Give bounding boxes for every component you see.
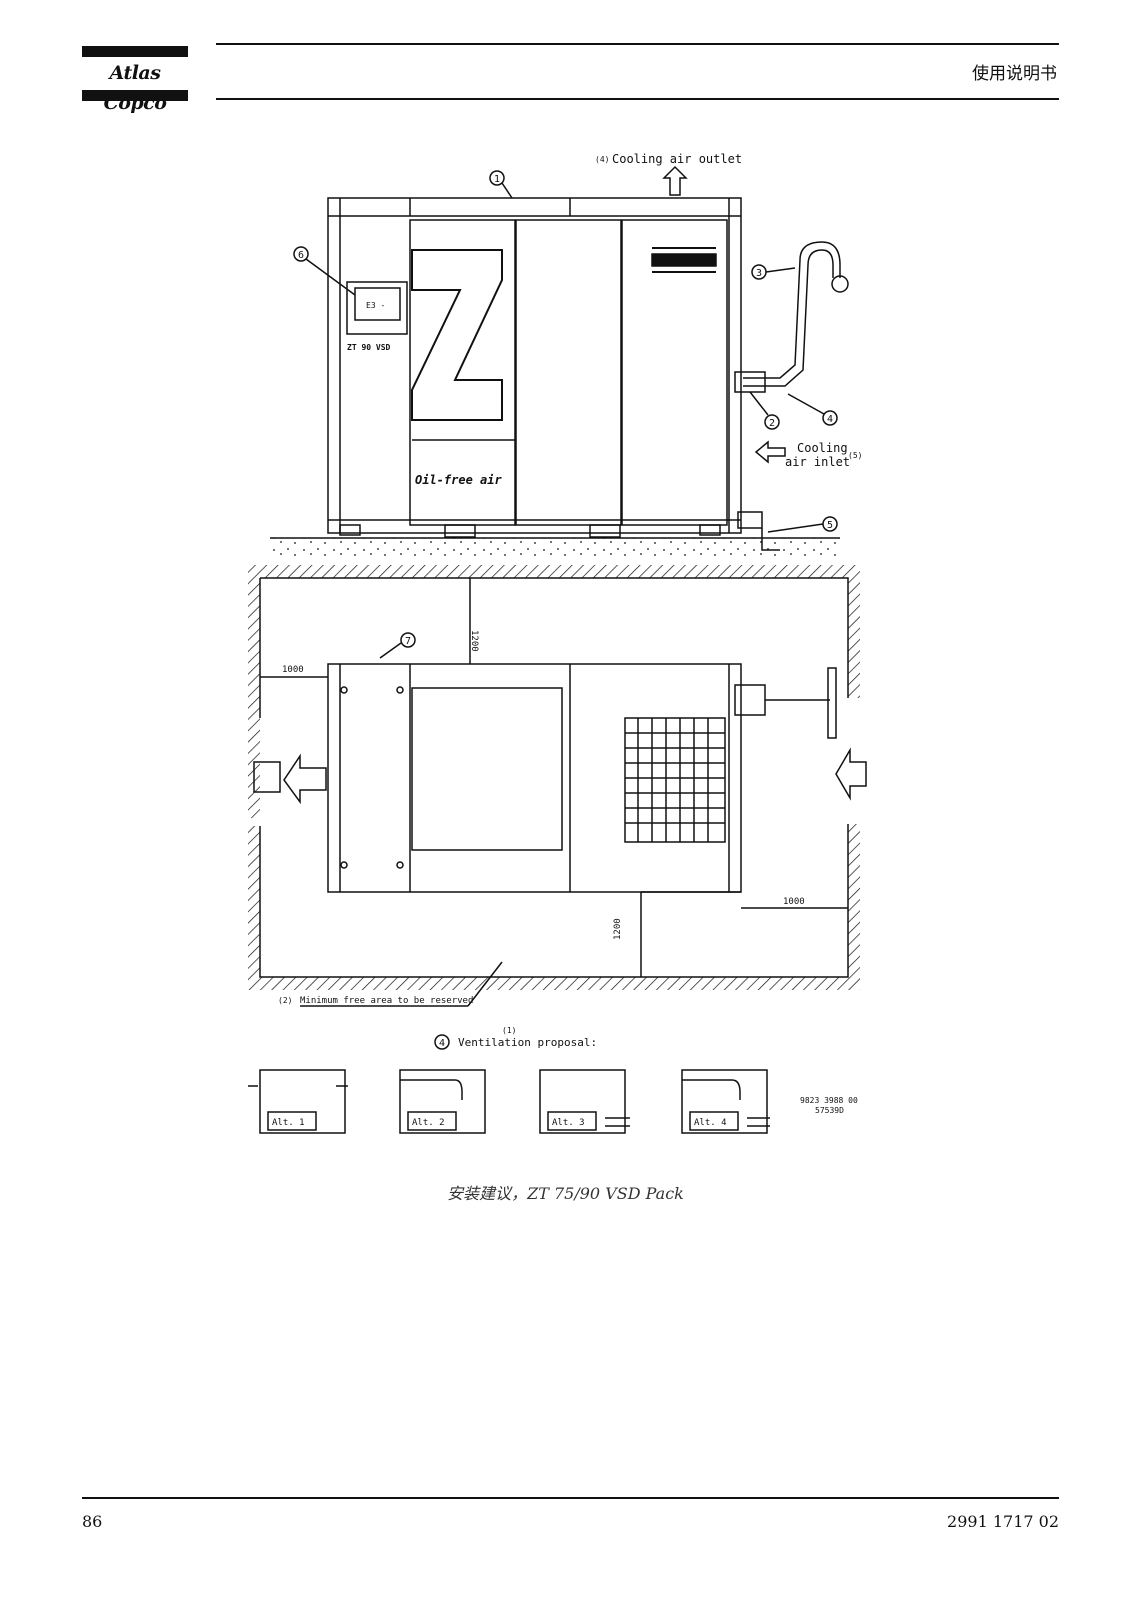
cooling-inlet-label-1: Cooling: [797, 441, 848, 455]
free-area-label: Minimum free area to be reserved: [300, 996, 473, 1006]
inlet-ref: (5): [848, 451, 862, 460]
svg-text:4: 4: [827, 414, 833, 425]
svg-text:2: 2: [769, 418, 775, 429]
svg-text:3: 3: [756, 268, 762, 279]
svg-text:Alt. 4: Alt. 4: [694, 1118, 727, 1128]
dim-top: 1200: [469, 630, 479, 652]
alt-2-diagram: Alt. 2: [399, 1069, 486, 1134]
svg-text:E3 -: E3 -: [366, 301, 385, 310]
atlas-copco-logo: Atlas Copco: [82, 46, 188, 114]
callout-4b: [434, 1034, 450, 1050]
dim-bottom: 1200: [613, 918, 623, 940]
callout-4: [822, 410, 838, 426]
display-screen: [354, 287, 401, 321]
compressor-top-view: [327, 663, 742, 893]
dim-right: 1000: [783, 897, 805, 907]
exhaust-fan: [253, 761, 281, 793]
drain-valve: [737, 511, 763, 529]
dim-left: 1000: [282, 665, 304, 675]
wall-hatch-bottom: [248, 977, 860, 990]
wall-hatch-left-upper: [248, 578, 260, 818]
compressor-cabinet: [327, 197, 742, 534]
callout-6: [293, 246, 309, 262]
wall-hatch-right-lower: [848, 824, 860, 977]
control-panel: [346, 281, 408, 335]
cooling-outlet-label: Cooling air outlet: [612, 152, 742, 166]
z-logo-icon: [411, 249, 503, 421]
svg-text:6: 6: [298, 250, 304, 261]
alt-1-diagram: Alt. 1: [248, 1069, 348, 1134]
front-door-mid: [515, 219, 622, 526]
wall-pipe: [827, 667, 837, 739]
svg-text:1: 1: [494, 174, 500, 185]
wall-hatch-right-upper: [848, 578, 860, 698]
figure-caption: 安装建议，ZT 75/90 VSD Pack: [447, 1184, 684, 1203]
document-number: 2991 1717 02: [947, 1512, 1059, 1531]
callout-1: [489, 170, 505, 186]
logo-bar-top: [82, 46, 188, 57]
alt-4-diagram: Alt. 4: [681, 1069, 770, 1134]
logo-wordmark: Atlas Copco: [103, 62, 167, 114]
header-rule-bottom: [216, 98, 1059, 100]
front-door-right: [621, 219, 728, 526]
plan-inlet-arrow-icon: [835, 747, 867, 801]
svg-text:5: 5: [827, 520, 833, 531]
header-rule-top: [216, 43, 1059, 45]
pipe-end: [831, 275, 849, 293]
installation-drawing: (4) Cooling air outlet 1 E3 - ZT 90 VSD …: [240, 150, 890, 1190]
drawing-number-2: 57539D: [815, 1106, 844, 1115]
logo-bar-bottom: [82, 90, 188, 101]
page-title: 使用说明书: [972, 64, 1057, 84]
page-number: 86: [82, 1512, 103, 1531]
svg-text:Alt. 3: Alt. 3: [552, 1118, 585, 1128]
outlet-arrow-icon: [662, 165, 688, 196]
alt-3-diagram: Alt. 3: [539, 1069, 630, 1134]
exhaust-arrow-icon: [283, 753, 327, 805]
wall-hatch-left-lower: [248, 826, 260, 977]
outlet-ref: (4): [595, 155, 609, 164]
inlet-arrow-icon: [754, 440, 786, 464]
drawing-svg: (4) Cooling air outlet 1 E3 - ZT 90 VSD …: [248, 152, 867, 1134]
drawing-number-1: 9823 3988 00: [800, 1096, 858, 1105]
brand-plate: [651, 253, 717, 267]
oil-free-badge: Oil-free air: [415, 473, 502, 487]
ventilation-ref: (1): [502, 1026, 516, 1035]
wall-hatch-top: [248, 565, 860, 578]
ventilation-title: Ventilation proposal:: [458, 1036, 597, 1049]
svg-text:7: 7: [405, 636, 411, 647]
callout-2: [764, 414, 780, 430]
svg-text:Alt. 2: Alt. 2: [412, 1118, 445, 1128]
footer-rule: [82, 1497, 1059, 1499]
cooler-grille: [624, 717, 726, 843]
callout-7: [400, 632, 416, 648]
cooling-inlet-label-2: air inlet: [785, 455, 850, 469]
floor-hatch: [270, 538, 840, 560]
svg-text:4: 4: [439, 1038, 445, 1049]
svg-text:Alt. 1: Alt. 1: [272, 1118, 305, 1128]
access-panel: [411, 687, 563, 851]
model-plate: ZT 90 VSD: [347, 343, 391, 352]
free-area-ref: (2): [278, 996, 292, 1005]
